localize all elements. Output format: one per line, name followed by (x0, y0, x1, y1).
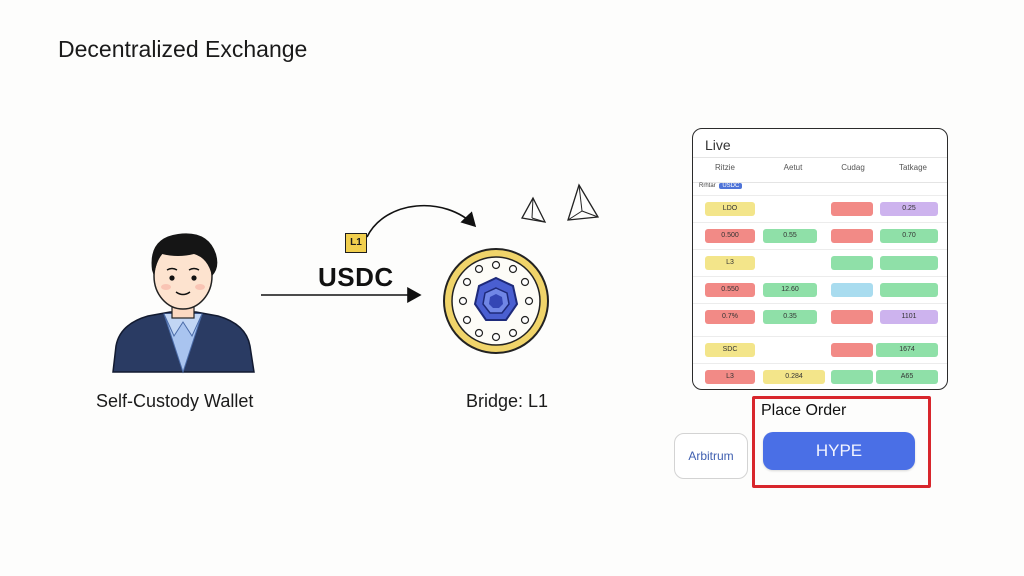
table-cell: 0.25 (880, 202, 938, 216)
place-order-highlight (752, 396, 931, 488)
table-row[interactable]: 0.500 0.55 0.70 (693, 222, 947, 249)
table-cell: 1101 (880, 310, 938, 324)
usdc-label: USDC (318, 262, 394, 292)
tag-prefix: Rrhtar (699, 183, 716, 189)
table-cell: 0.550 (705, 283, 755, 297)
table-cell: 0.35 (763, 310, 817, 324)
bridge-label: Bridge: L1 (466, 391, 549, 411)
header-cell: Cudag (841, 163, 865, 172)
header-cell: Tatkage (898, 163, 928, 172)
bridge-coin-icon (443, 248, 549, 354)
live-panel: Live Ritzie Aetut Cudag Tatkage Rrhtar U… (692, 128, 948, 390)
user-avatar-illustration (112, 233, 255, 374)
table-row[interactable]: 0.7% 0.35 1101 (693, 303, 947, 330)
table-row[interactable]: 0.550 12.60 (693, 276, 947, 303)
tag-row: Rrhtar USDC (699, 183, 743, 189)
table-cell: L3 (705, 370, 755, 384)
page-title: Decentralized Exchange (58, 36, 308, 62)
panel-header: Ritzie Aetut Cudag Tatkage (693, 157, 947, 183)
table-cell: 1674 (876, 343, 938, 357)
table-cell (831, 202, 873, 216)
table-cell: A65 (876, 370, 938, 384)
curved-arrow (366, 204, 477, 238)
table-cell (880, 283, 938, 297)
table-row[interactable]: LDO 0.25 (693, 195, 947, 222)
place-order-label: Place Order (761, 402, 847, 419)
table-cell (880, 256, 938, 270)
l1-badge: L1 (345, 233, 367, 253)
header-cell: Ritzie (714, 163, 735, 172)
prism-icon (567, 183, 600, 221)
table-cell (831, 343, 873, 357)
table-cell: LDO (705, 202, 755, 216)
table-cell: L3 (705, 256, 755, 270)
tag-chip: USDC (719, 183, 743, 189)
table-cell: SDC (705, 343, 755, 357)
table-cell (831, 229, 873, 243)
table-row[interactable]: SDC 1674 (693, 336, 947, 363)
table-row[interactable]: L3 0.284 A65 (693, 363, 947, 389)
header-cell: Aetut (783, 163, 803, 172)
table-cell: 0.500 (705, 229, 755, 243)
table-cell: 0.7% (705, 310, 755, 324)
hype-button[interactable]: HYPE (763, 432, 915, 470)
table-cell: 12.60 (763, 283, 817, 297)
table-cell (831, 256, 873, 270)
table-cell (831, 310, 873, 324)
wallet-label: Self-Custody Wallet (96, 391, 254, 411)
table-cell: 0.55 (763, 229, 817, 243)
table-cell (831, 283, 873, 297)
table-cell: 0.284 (763, 370, 825, 384)
arbitrum-button[interactable]: Arbitrum (674, 433, 748, 479)
table-row[interactable]: L3 (693, 249, 947, 276)
panel-title: Live (705, 137, 731, 153)
table-cell (831, 370, 873, 384)
crystal-icon (520, 196, 547, 223)
table-cell: 0.70 (880, 229, 938, 243)
